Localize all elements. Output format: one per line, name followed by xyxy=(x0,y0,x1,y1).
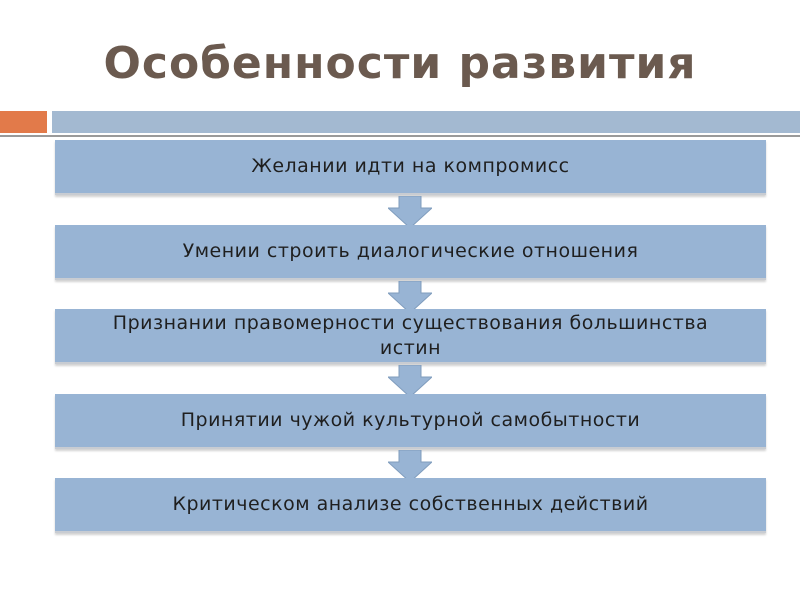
divider xyxy=(0,135,800,137)
step-box-4: Принятии чужой культурной самобытности xyxy=(55,394,766,449)
step-box-5: Критическом анализе собственных действий xyxy=(55,478,766,533)
down-arrow-icon xyxy=(388,450,432,482)
accent-bar xyxy=(0,111,47,133)
page-title: Особенности развития xyxy=(103,38,697,89)
down-arrow-icon xyxy=(388,281,432,313)
down-arrow-icon xyxy=(388,196,432,228)
step-box-3: Признании правомерности существования бо… xyxy=(55,309,766,364)
step-box-1: Желании идти на компромисс xyxy=(55,140,766,195)
header-band xyxy=(52,111,800,133)
step-box-2: Умении строить диалогические отношения xyxy=(55,225,766,280)
down-arrow-icon xyxy=(388,365,432,397)
